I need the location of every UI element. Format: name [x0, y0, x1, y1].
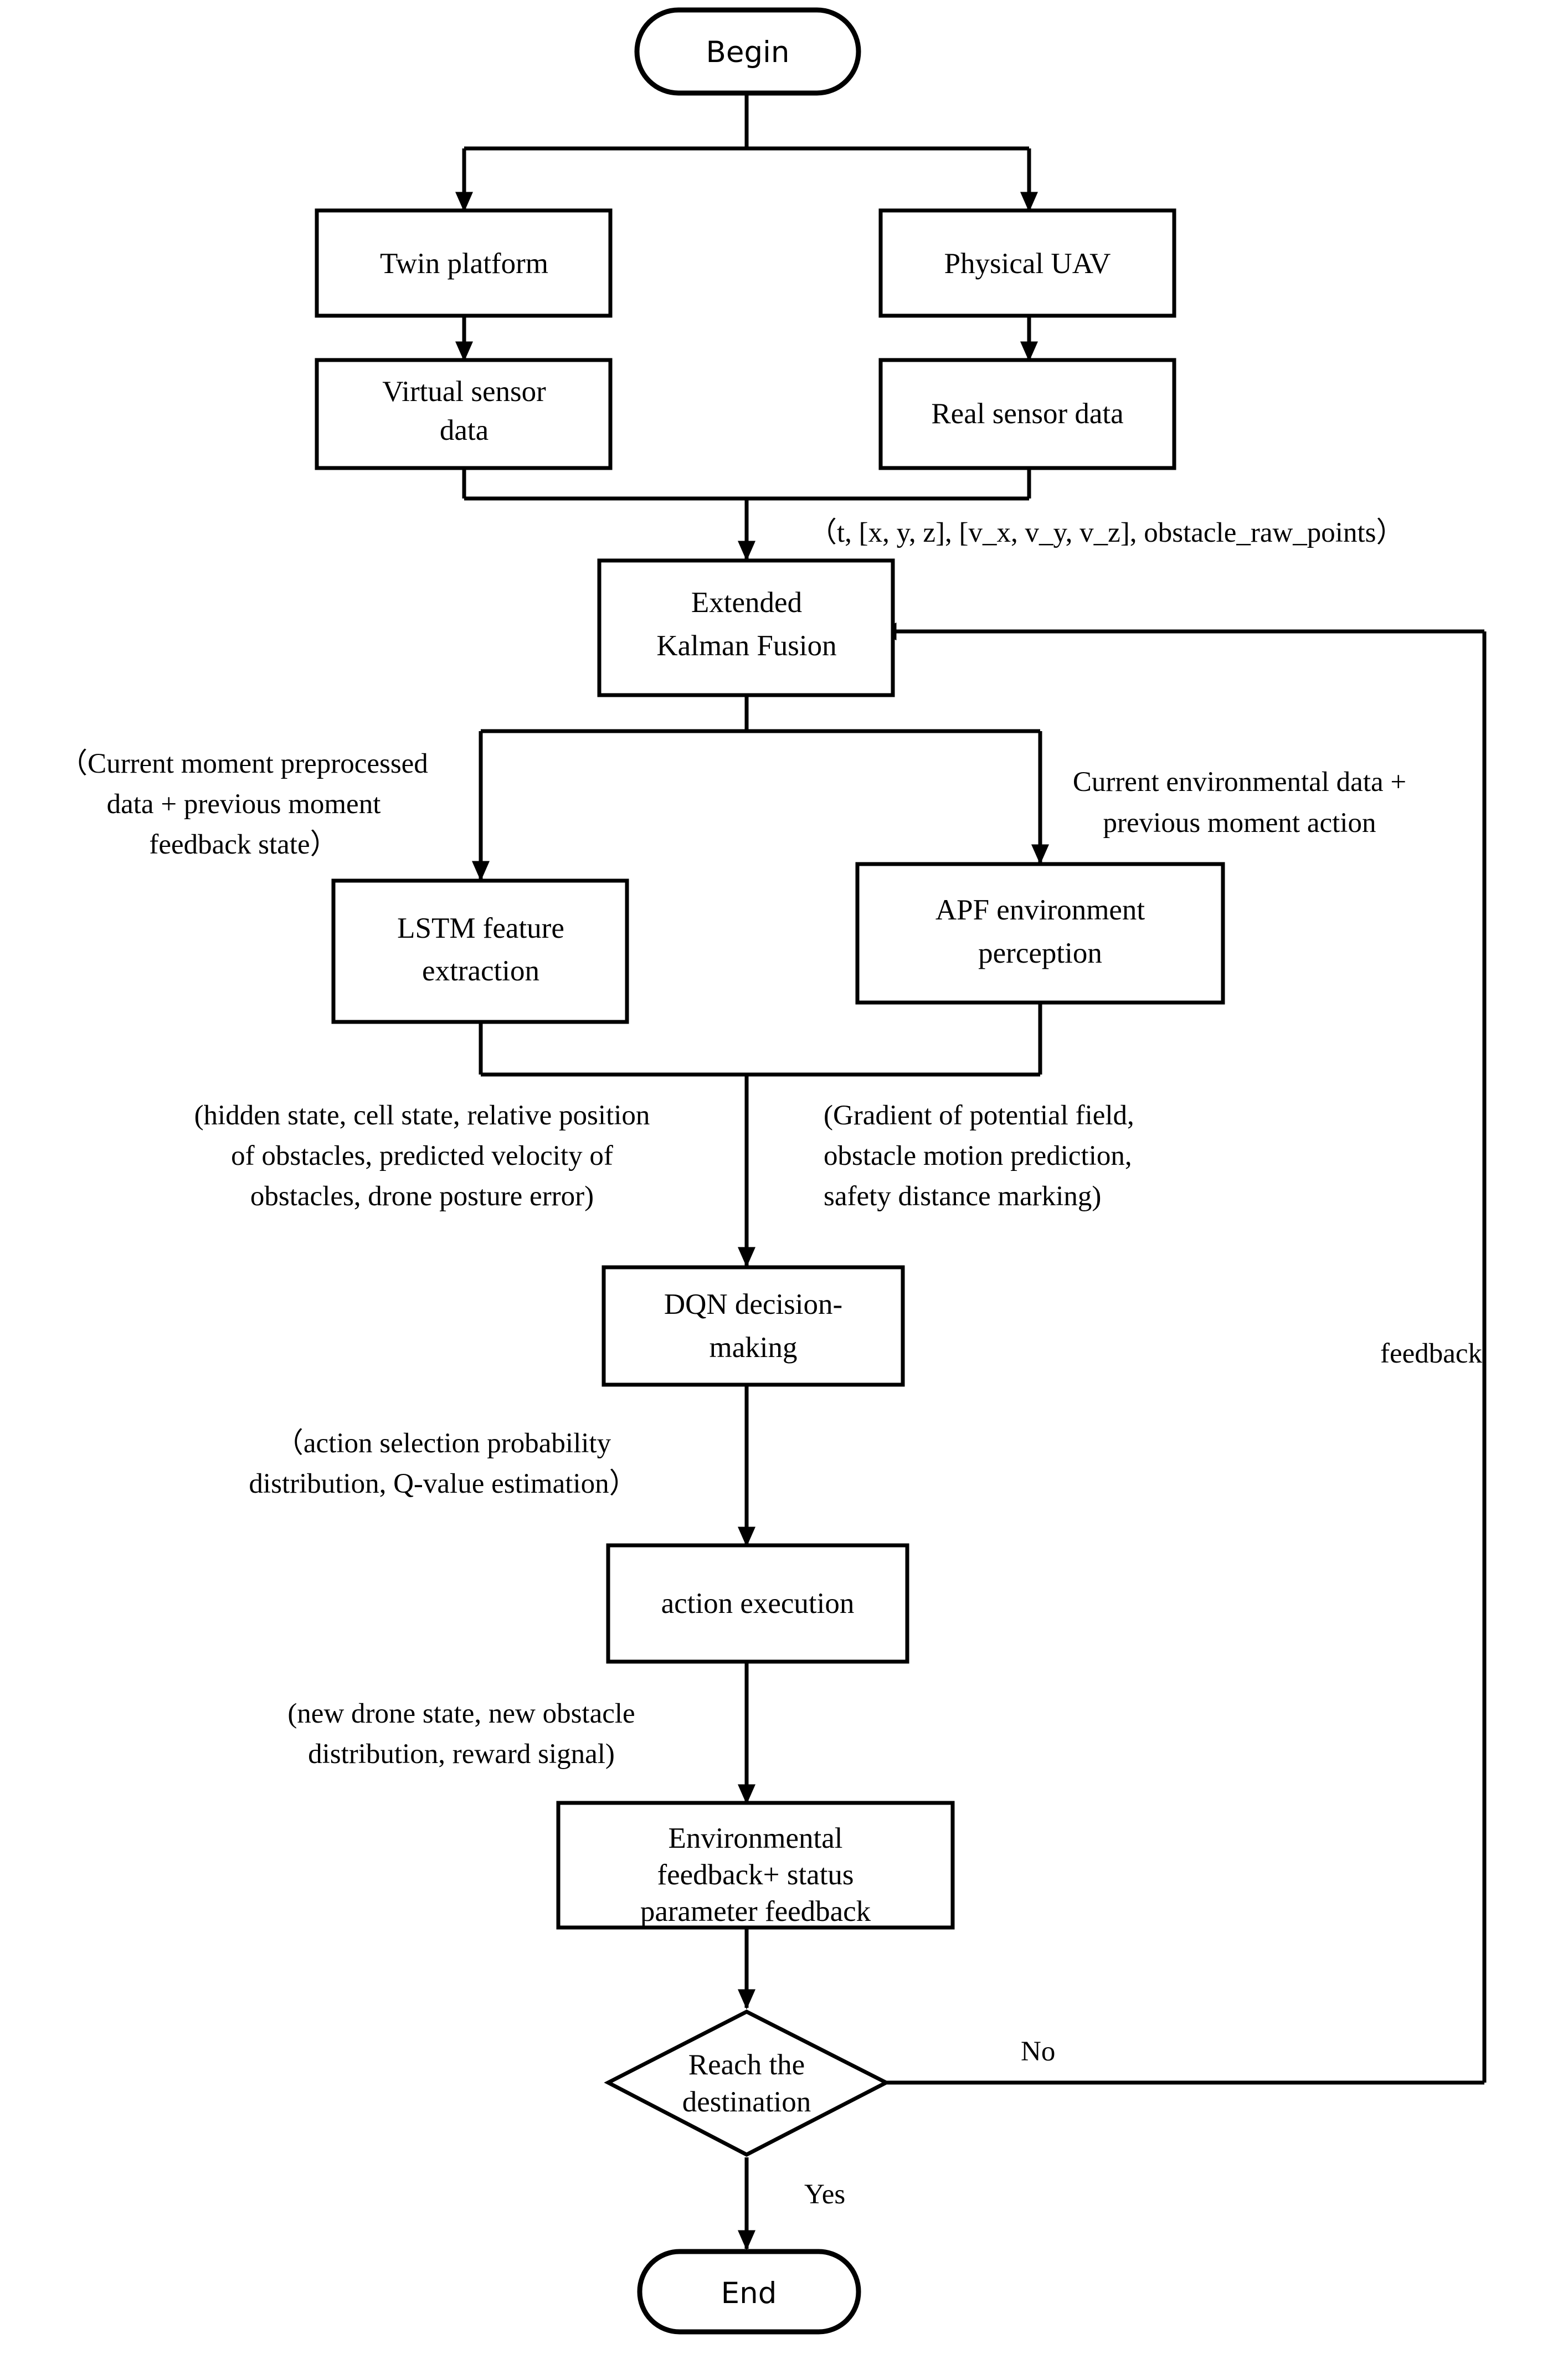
edge-label-apf-to-dqn-3: safety distance marking): [824, 1181, 1101, 1212]
edge-label-apf-to-dqn-1: (Gradient of potential field,: [824, 1100, 1134, 1131]
edge-label-action-to-env-2: distribution, reward signal): [308, 1739, 615, 1770]
node-lstm-feature-extraction[interactable]: [331, 878, 629, 1024]
edge-label-ekf-to-lstm-1: （Current moment preprocessed: [59, 748, 428, 779]
node-end[interactable]: [637, 2249, 861, 2335]
node-decision-label-2: destination: [682, 2086, 811, 2118]
edge-label-ekf-to-apf-1: Current environmental data +: [1073, 767, 1406, 798]
node-virtual-sensor-data-label-1: Virtual sensor: [382, 376, 546, 408]
node-action-execution[interactable]: [606, 1543, 909, 1664]
node-dqn-decision-making[interactable]: [602, 1265, 905, 1387]
node-apf-label-2: perception: [978, 937, 1102, 969]
node-real-sensor-data[interactable]: [878, 358, 1176, 470]
node-action-execution-label: action execution: [661, 1587, 855, 1620]
node-lstm-label-1: LSTM feature: [397, 912, 564, 944]
node-reach-destination-decision[interactable]: [604, 2009, 891, 2157]
node-physical-uav[interactable]: [878, 208, 1176, 318]
node-twin-platform[interactable]: [315, 208, 613, 318]
edge-label-ekf-to-lstm-2: data + previous moment: [107, 789, 381, 820]
edge-label-feedback: feedback: [1380, 1338, 1483, 1369]
node-physical-uav-label: Physical UAV: [944, 248, 1111, 280]
node-real-sensor-data-label: Real sensor data: [931, 398, 1123, 430]
edge-label-action-to-env-1: (new drone state, new obstacle: [287, 1698, 635, 1729]
node-lstm-label-2: extraction: [422, 955, 539, 987]
edge-label-apf-to-dqn-2: obstacle motion prediction,: [824, 1140, 1132, 1171]
edge-label-ekf-to-apf-2: previous moment action: [1103, 808, 1376, 839]
node-dqn-label-2: making: [710, 1332, 798, 1364]
edge-label-sensor-to-ekf: （t, [x, y, z], [v_x, v_y, v_z], obstacle…: [809, 517, 1404, 548]
node-ekf-label-2: Kalman Fusion: [656, 630, 836, 662]
edge-label-dqn-to-action-1: （action selection probability: [275, 1428, 611, 1459]
edge-label-lstm-to-dqn-1: (hidden state, cell state, relative posi…: [194, 1100, 650, 1131]
node-twin-platform-label: Twin platform: [380, 248, 548, 280]
node-extended-kalman-fusion[interactable]: [597, 558, 895, 697]
node-decision-label-1: Reach the: [688, 2049, 805, 2081]
edge-label-no: No: [1021, 2036, 1055, 2067]
node-environmental-feedback[interactable]: [556, 1801, 955, 1930]
node-env-feedback-label-1: Environmental: [669, 1822, 843, 1854]
edge-label-yes: Yes: [804, 2179, 845, 2210]
node-begin[interactable]: [634, 7, 861, 96]
edge-label-lstm-to-dqn-2: of obstacles, predicted velocity of: [231, 1140, 613, 1171]
node-env-feedback-label-2: feedback+ status: [657, 1859, 854, 1891]
node-end-label: End: [721, 2276, 777, 2310]
node-ekf-label-1: Extended: [691, 587, 802, 619]
node-env-feedback-label-3: parameter feedback: [640, 1895, 871, 1928]
node-apf-environment-perception[interactable]: [855, 862, 1225, 1005]
node-dqn-label-1: DQN decision-: [664, 1288, 842, 1320]
node-virtual-sensor-data[interactable]: [315, 358, 613, 470]
edge-label-lstm-to-dqn-3: obstacles, drone posture error): [250, 1181, 594, 1212]
node-begin-label: Begin: [706, 35, 790, 69]
node-apf-label-1: APF environment: [935, 894, 1145, 926]
edge-label-dqn-to-action-2: distribution, Q-value estimation）: [249, 1468, 637, 1499]
node-virtual-sensor-data-label-2: data: [440, 414, 489, 446]
edge-label-ekf-to-lstm-3: feedback state）: [149, 829, 338, 860]
